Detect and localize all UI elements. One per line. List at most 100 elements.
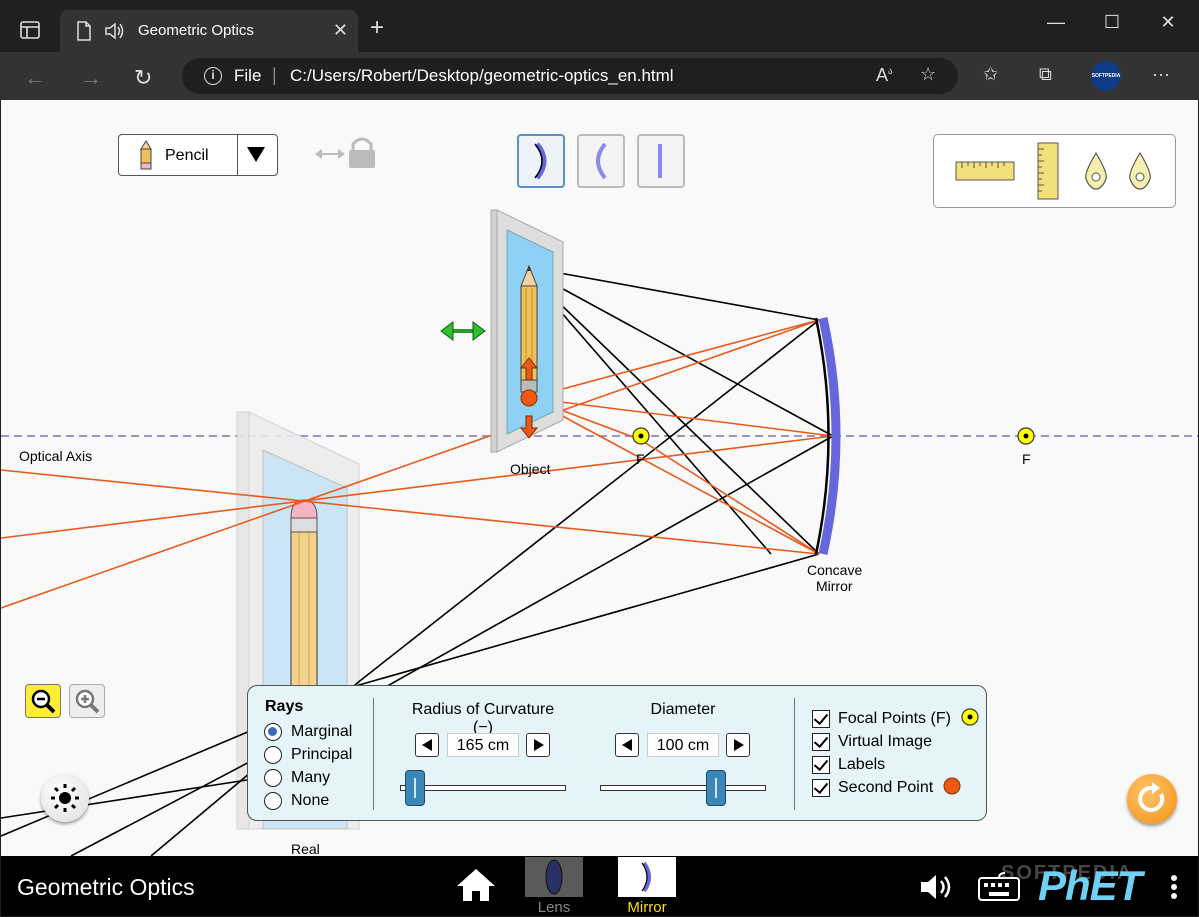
refresh-icon[interactable]: ↻ (134, 65, 153, 90)
radius-value: 165 cm (447, 733, 519, 757)
checkbox-focal-points[interactable]: Focal Points (F) (812, 707, 980, 729)
focal-point-right-label: F (1022, 451, 1031, 467)
focal-point-left-label: F (636, 451, 645, 467)
horizontal-ruler-icon[interactable] (955, 161, 1015, 181)
address-prefix: File (234, 66, 262, 85)
tab-title: Geometric Optics (138, 22, 254, 39)
screen-lens-button[interactable]: Lens (525, 857, 583, 916)
concave-shape-icon (534, 142, 547, 180)
add-favorite-icon[interactable]: ☆ (920, 64, 937, 84)
object-drag-arrow-icon[interactable] (440, 321, 486, 341)
minimize-icon[interactable]: — (1047, 12, 1065, 32)
screen-mirror-label: Mirror (627, 899, 667, 916)
radius-slider-thumb[interactable] (404, 770, 425, 806)
brightness-button[interactable] (41, 774, 89, 822)
rays-option-none[interactable]: None (264, 791, 329, 811)
second-point-marker[interactable] (519, 357, 539, 439)
phet-logo[interactable]: PhET (1038, 862, 1142, 909)
checkbox-virtual-image[interactable]: Virtual Image (812, 732, 932, 752)
address-separator: | (272, 65, 277, 85)
home-icon[interactable] (455, 866, 497, 909)
back-icon[interactable]: ← (24, 65, 46, 90)
zoom-in-icon (75, 689, 100, 714)
real-image-label: Real (291, 841, 320, 856)
reset-all-button[interactable] (1127, 774, 1177, 824)
checkbox-second-point[interactable]: Second Point (812, 776, 962, 801)
checkbox-labels[interactable]: Labels (812, 755, 885, 775)
mirror-label-line1: Concave (807, 562, 863, 578)
lens-screen-icon (525, 857, 583, 897)
dropdown-arrow-icon[interactable] (247, 147, 265, 162)
radius-title: Radius of Curvature (−) (411, 701, 555, 736)
speaker-icon[interactable] (104, 21, 126, 46)
screen-mirror-button[interactable]: Mirror (618, 857, 676, 916)
flat-shape-icon (658, 144, 662, 178)
diameter-slider-track[interactable] (600, 785, 766, 791)
rays-option-marginal[interactable]: Marginal (264, 722, 352, 742)
mirror-label-line2: Mirror (816, 578, 853, 594)
object-selector[interactable]: Pencil (118, 134, 278, 176)
orange-rays (1, 319, 834, 609)
control-panel: Rays Marginal Principal Many None Radius… (247, 685, 987, 821)
rays-option-principal[interactable]: Principal (264, 745, 352, 765)
convex-shape-icon (596, 142, 607, 180)
new-tab-icon[interactable]: + (370, 14, 385, 41)
forward-icon[interactable]: → (80, 65, 102, 90)
read-aloud-icon[interactable]: Aა (876, 65, 893, 85)
focal-point-left[interactable] (632, 427, 650, 445)
second-point-indicator-icon (942, 776, 962, 801)
address-bar-row: ← → ↻ i File | C:/Users/Robert/Desktop/g… (0, 52, 1199, 100)
vertical-ruler-icon[interactable] (1037, 142, 1059, 200)
address-field[interactable]: i File | C:/Users/Robert/Desktop/geometr… (182, 58, 958, 94)
maximize-icon[interactable]: ☐ (1103, 12, 1121, 32)
keyboard-icon[interactable] (977, 872, 1021, 907)
close-tab-icon[interactable]: ✕ (332, 20, 348, 40)
object-selector-value: Pencil (165, 147, 209, 164)
position-marker-1-icon[interactable] (1085, 151, 1107, 190)
diameter-title: Diameter (650, 701, 716, 718)
focal-point-right[interactable] (1017, 427, 1035, 445)
position-marker-2-icon[interactable] (1129, 151, 1151, 190)
rays-option-many[interactable]: Many (264, 768, 330, 788)
lock-icon[interactable] (315, 137, 375, 168)
app-title: Geometric Optics (17, 874, 195, 900)
diameter-increment-button[interactable] (726, 733, 750, 757)
softpedia-watermark: SOFTPEDIA (1001, 862, 1134, 884)
document-icon (76, 21, 92, 46)
screen-lens-label: Lens (537, 899, 571, 916)
radius-increment-button[interactable] (526, 733, 550, 757)
phet-navbar: Geometric Optics Lens Mirror SOFTPEDIA P… (1, 856, 1198, 916)
collections-icon[interactable]: ⧉ (1039, 64, 1052, 84)
favorites-icon[interactable]: ✩ (983, 64, 999, 84)
more-icon[interactable]: ··· (1152, 64, 1170, 84)
radio-selected[interactable] (264, 723, 282, 741)
browser-tab[interactable]: Geometric Optics ✕ (60, 10, 358, 52)
radius-spinner: 165 cm (415, 733, 551, 757)
close-window-icon[interactable]: ✕ (1160, 12, 1176, 32)
site-info-icon[interactable]: i (204, 67, 222, 85)
radius-slider-track[interactable] (400, 785, 566, 791)
phet-menu-icon[interactable] (1169, 874, 1179, 905)
simulation-canvas: Pencil (1, 100, 1198, 856)
zoom-out-icon (31, 689, 56, 714)
zoom-out-button[interactable] (25, 684, 61, 718)
concave-mirror[interactable] (814, 317, 841, 555)
convex-mirror-shape-button[interactable] (577, 134, 625, 188)
concave-mirror-shape-button[interactable] (517, 134, 565, 188)
zoom-in-button[interactable] (69, 684, 105, 718)
measurement-toolbox (933, 134, 1176, 208)
sound-icon[interactable] (919, 872, 959, 907)
optical-axis-label: Optical Axis (19, 448, 93, 464)
pencil-icon (139, 140, 153, 175)
tab-bar: Geometric Optics ✕ + — ☐ ✕ (0, 0, 1199, 52)
diameter-decrement-button[interactable] (615, 733, 639, 757)
sun-icon (51, 784, 79, 812)
flat-mirror-shape-button[interactable] (637, 134, 685, 188)
profile-avatar[interactable]: SOFTPEDIA (1091, 61, 1121, 91)
diameter-value: 100 cm (647, 733, 719, 757)
tab-actions-icon[interactable] (12, 14, 48, 46)
radius-decrement-button[interactable] (415, 733, 439, 757)
diameter-slider-thumb[interactable] (706, 770, 727, 806)
reset-icon (1138, 782, 1165, 812)
